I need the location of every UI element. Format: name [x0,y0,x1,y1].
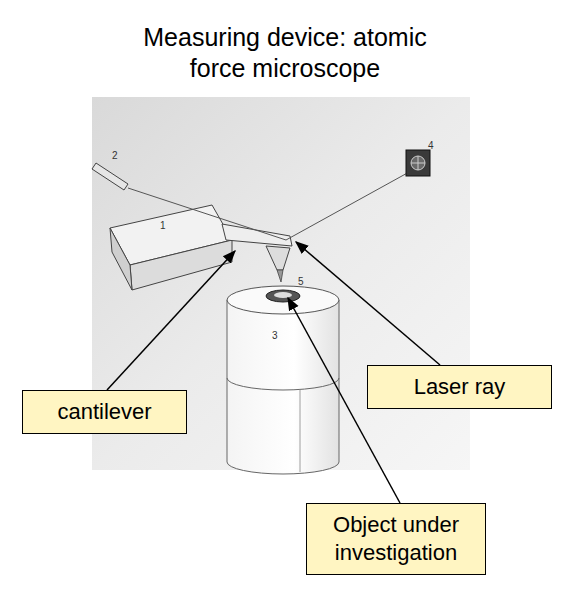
callout-box: Laser ray [367,365,552,409]
leader-arrow [107,251,235,390]
callout-number: 4 [428,140,434,152]
callout-box: cantilever [22,390,187,434]
callout-text: cantilever [33,398,176,426]
callout-number: 3 [272,330,278,342]
callout-number: 1 [160,220,166,232]
title: Measuring device: atomic force microscop… [125,22,445,84]
callout-text: Object under investigation [317,511,475,567]
callout-number: 2 [112,150,118,162]
callout-text: Laser ray [378,373,541,401]
leader-arrow [296,242,440,365]
callout-box: Object under investigation [306,503,486,575]
callout-number: 5 [298,276,304,288]
